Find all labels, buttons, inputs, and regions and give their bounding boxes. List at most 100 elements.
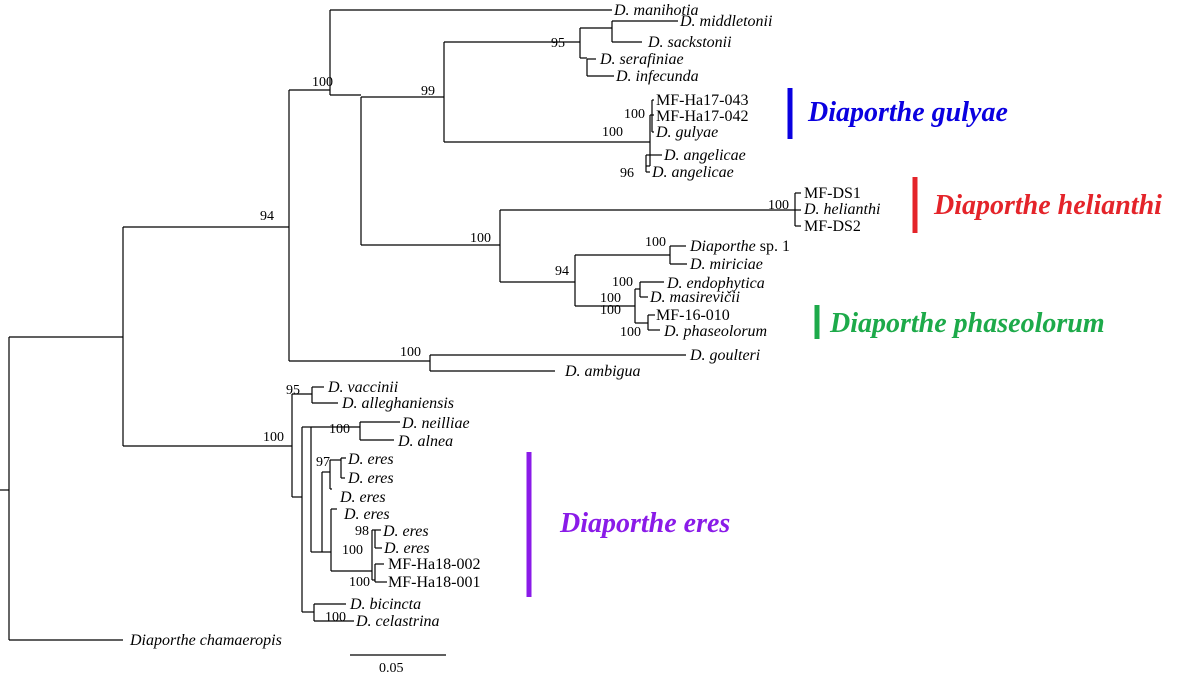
taxon-plain-part: MF-Ha17-043 [656,92,748,109]
taxon-label-phaseolorum: D. phaseolorum [663,323,767,340]
support-value: 95 [551,36,565,51]
taxon-italic-part: D. gulyae [655,124,718,141]
taxon-label-ha17-042: MF-Ha17-042 [656,108,748,125]
taxon-plain-part: MF-DS1 [804,185,861,202]
taxon-italic-part: D. angelicae [651,164,734,181]
taxon-label-chamaeropis: Diaporthe chamaeropis [129,632,282,649]
taxon-label-mf-16-010: MF-16-010 [656,307,730,324]
support-value: 100 [602,125,623,140]
support-value: 100 [342,543,363,558]
support-value: 100 [612,275,633,290]
taxon-italic-part: D. bicincta [349,596,421,613]
taxon-italic-part: D. eres [343,506,390,523]
taxon-label-ha18-002: MF-Ha18-002 [388,556,480,573]
taxon-italic-part: D. angelicae [663,147,746,164]
taxon-italic-part: D. goulteri [689,347,760,364]
support-value: 100 [624,107,645,122]
clade-label-helianthi: Diaporthe helianthi [933,190,1162,221]
taxon-italic-part: D. endophytica [666,275,765,292]
support-value: 94 [555,264,569,279]
taxon-italic-part: Diaporthe [689,238,756,255]
taxon-plain-part: MF-Ha18-002 [388,556,480,573]
scale-bar: 0.05 [350,654,446,673]
taxon-italic-part: D. eres [382,523,429,540]
taxon-label-ds1: MF-DS1 [804,185,861,202]
taxon-label-ds2: MF-DS2 [804,218,861,235]
clade-label-eres: Diaporthe eres [559,508,730,539]
support-value: 100 [325,610,346,625]
taxon-italic-part: D. eres [383,540,430,557]
taxon-italic-part: D. manihotia [613,2,698,19]
support-value: 94 [260,209,274,224]
scale-bar-label: 0.05 [379,661,404,673]
taxon-italic-part: Diaporthe chamaeropis [129,632,282,649]
taxon-label-angelicae-2: D. angelicae [651,164,734,181]
taxon-label-eres-5: D. eres [382,523,429,540]
taxon-italic-part: D. serafiniae [599,51,684,68]
taxon-label-serafiniae: D. serafiniae [599,51,684,68]
support-value: 100 [645,235,666,250]
taxon-italic-part: D. phaseolorum [663,323,767,340]
taxon-italic-part: D. sackstonii [647,34,732,51]
taxon-label-eres-6: D. eres [383,540,430,557]
taxon-plain-part: MF-DS2 [804,218,861,235]
taxon-italic-part: D. eres [339,489,386,506]
taxon-label-vaccinii: D. vaccinii [327,379,398,396]
clade-label-gulyae: Diaporthe gulyae [807,97,1008,128]
taxon-italic-part: D. celastrina [355,613,440,630]
taxon-label-endophytica: D. endophytica [666,275,765,292]
support-value: 100 [400,345,421,360]
taxon-italic-part: D. alleghaniensis [341,395,454,412]
taxon-label-masirevicii: D. masirevičii [649,289,740,306]
support-value: 99 [421,84,435,99]
support-value: 100 [620,325,641,340]
support-value: 100 [349,575,370,590]
support-value: 100 [312,75,333,90]
support-value: 100 [470,231,491,246]
support-value: 98 [355,524,369,539]
support-value: 100 [329,422,350,437]
taxon-label-goulteri: D. goulteri [689,347,760,364]
taxon-label-alleghaniensis: D. alleghaniensis [341,395,454,412]
taxon-label-middletonii: D. middletonii [679,13,772,30]
support-value: 100 [600,291,621,306]
taxon-italic-part: D. alnea [397,433,453,450]
taxon-label-eres-3: D. eres [339,489,386,506]
taxon-italic-part: D. infecunda [615,68,699,85]
support-value: 95 [286,383,300,398]
taxon-label-helianthi: D. helianthi [803,201,880,218]
taxon-italic-part: D. ambigua [564,363,641,380]
taxon-label-ha17-043: MF-Ha17-043 [656,92,748,109]
support-value: 100 [768,198,789,213]
taxon-italic-part: D. middletonii [679,13,772,30]
taxon-italic-part: D. eres [347,470,394,487]
clade-label-phaseolorum: Diaporthe phaseolorum [829,308,1105,339]
taxon-label-eres-2: D. eres [347,470,394,487]
support-value: 97 [316,455,330,470]
taxon-italic-part: D. vaccinii [327,379,398,396]
taxon-italic-part: D. masirevičii [649,289,740,306]
taxon-label-eres-4: D. eres [343,506,390,523]
taxon-plain-part: MF-Ha18-001 [388,574,480,591]
taxon-italic-part: D. eres [347,451,394,468]
taxon-label-celastrina: D. celastrina [355,613,440,630]
taxon-label-eres-1: D. eres [347,451,394,468]
taxon-label-angelicae-1: D. angelicae [663,147,746,164]
taxon-italic-part: D. miriciae [689,256,763,273]
taxon-label-bicincta: D. bicincta [349,596,421,613]
taxon-label-alnea: D. alnea [397,433,453,450]
taxon-label-manihotia: D. manihotia [613,2,698,19]
support-values: 1009599100100969410010010094100100100100… [260,36,789,625]
taxon-plain-part: MF-16-010 [656,307,730,324]
tree-branches [0,9,801,641]
taxon-label-miriciae: D. miriciae [689,256,763,273]
taxon-italic-part: D. neilliae [401,415,470,432]
support-value: 100 [263,430,284,445]
taxon-label-infecunda: D. infecunda [615,68,699,85]
taxon-plain-part: MF-Ha17-042 [656,108,748,125]
taxon-label-ambigua: D. ambigua [564,363,641,380]
taxon-label-ha18-001: MF-Ha18-001 [388,574,480,591]
